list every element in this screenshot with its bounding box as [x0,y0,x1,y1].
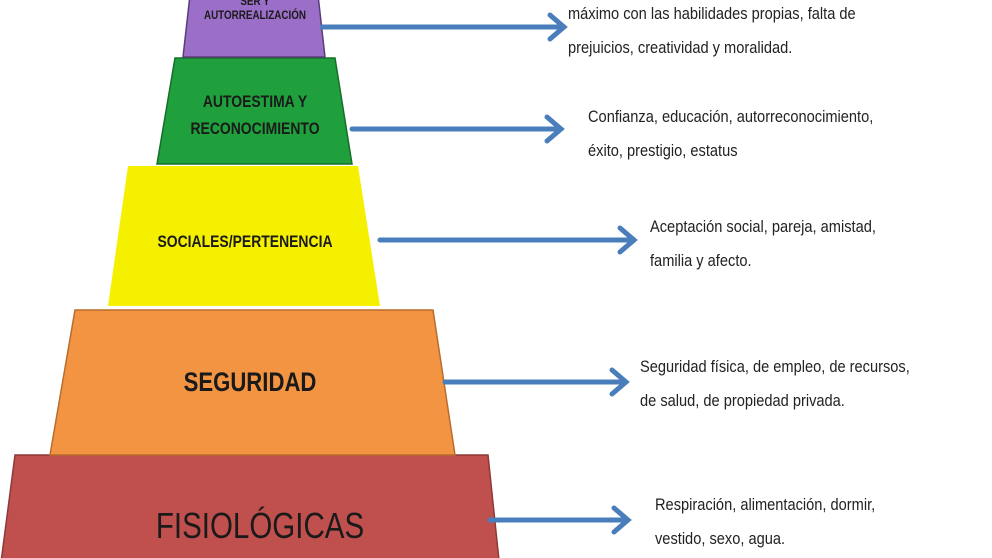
level-description-autorrealizacion: máximo con las habilidades propias, falt… [568,4,856,57]
level-yellow-shape [108,166,380,306]
arrow-2-head [544,114,565,144]
level-label-seguridad: SEGURIDAD [183,367,317,397]
level-description-seguridad: Seguridad física, de empleo, de recursos… [640,357,910,410]
arrow-5-head [611,505,632,535]
level-label-autoestima: AUTOESTIMA Y RECONOCIMIENTO [190,92,320,139]
level-description-fisiologicas: Respiración, alimentación, dormir, vesti… [655,495,876,548]
level-description-sociales: Aceptación social, pareja, amistad, fami… [650,217,876,270]
level-description-autoestima: Confianza, educación, autorreconocimient… [588,107,874,160]
arrow-3-head [617,225,638,255]
arrow-1-head [547,12,568,42]
arrow-4-head [609,367,630,397]
level-label-sociales: SOCIALES/PERTENENCIA [157,232,333,251]
level-green-shape [156,57,353,165]
level-orange-shape [49,309,456,456]
level-purple-shape [182,0,326,58]
arrows [319,12,638,535]
level-label-autorrealizacion: SER Y AUTORREALIZACIÓN [203,0,307,23]
level-label-fisiologicas: FISIOLÓGICAS [155,505,365,546]
